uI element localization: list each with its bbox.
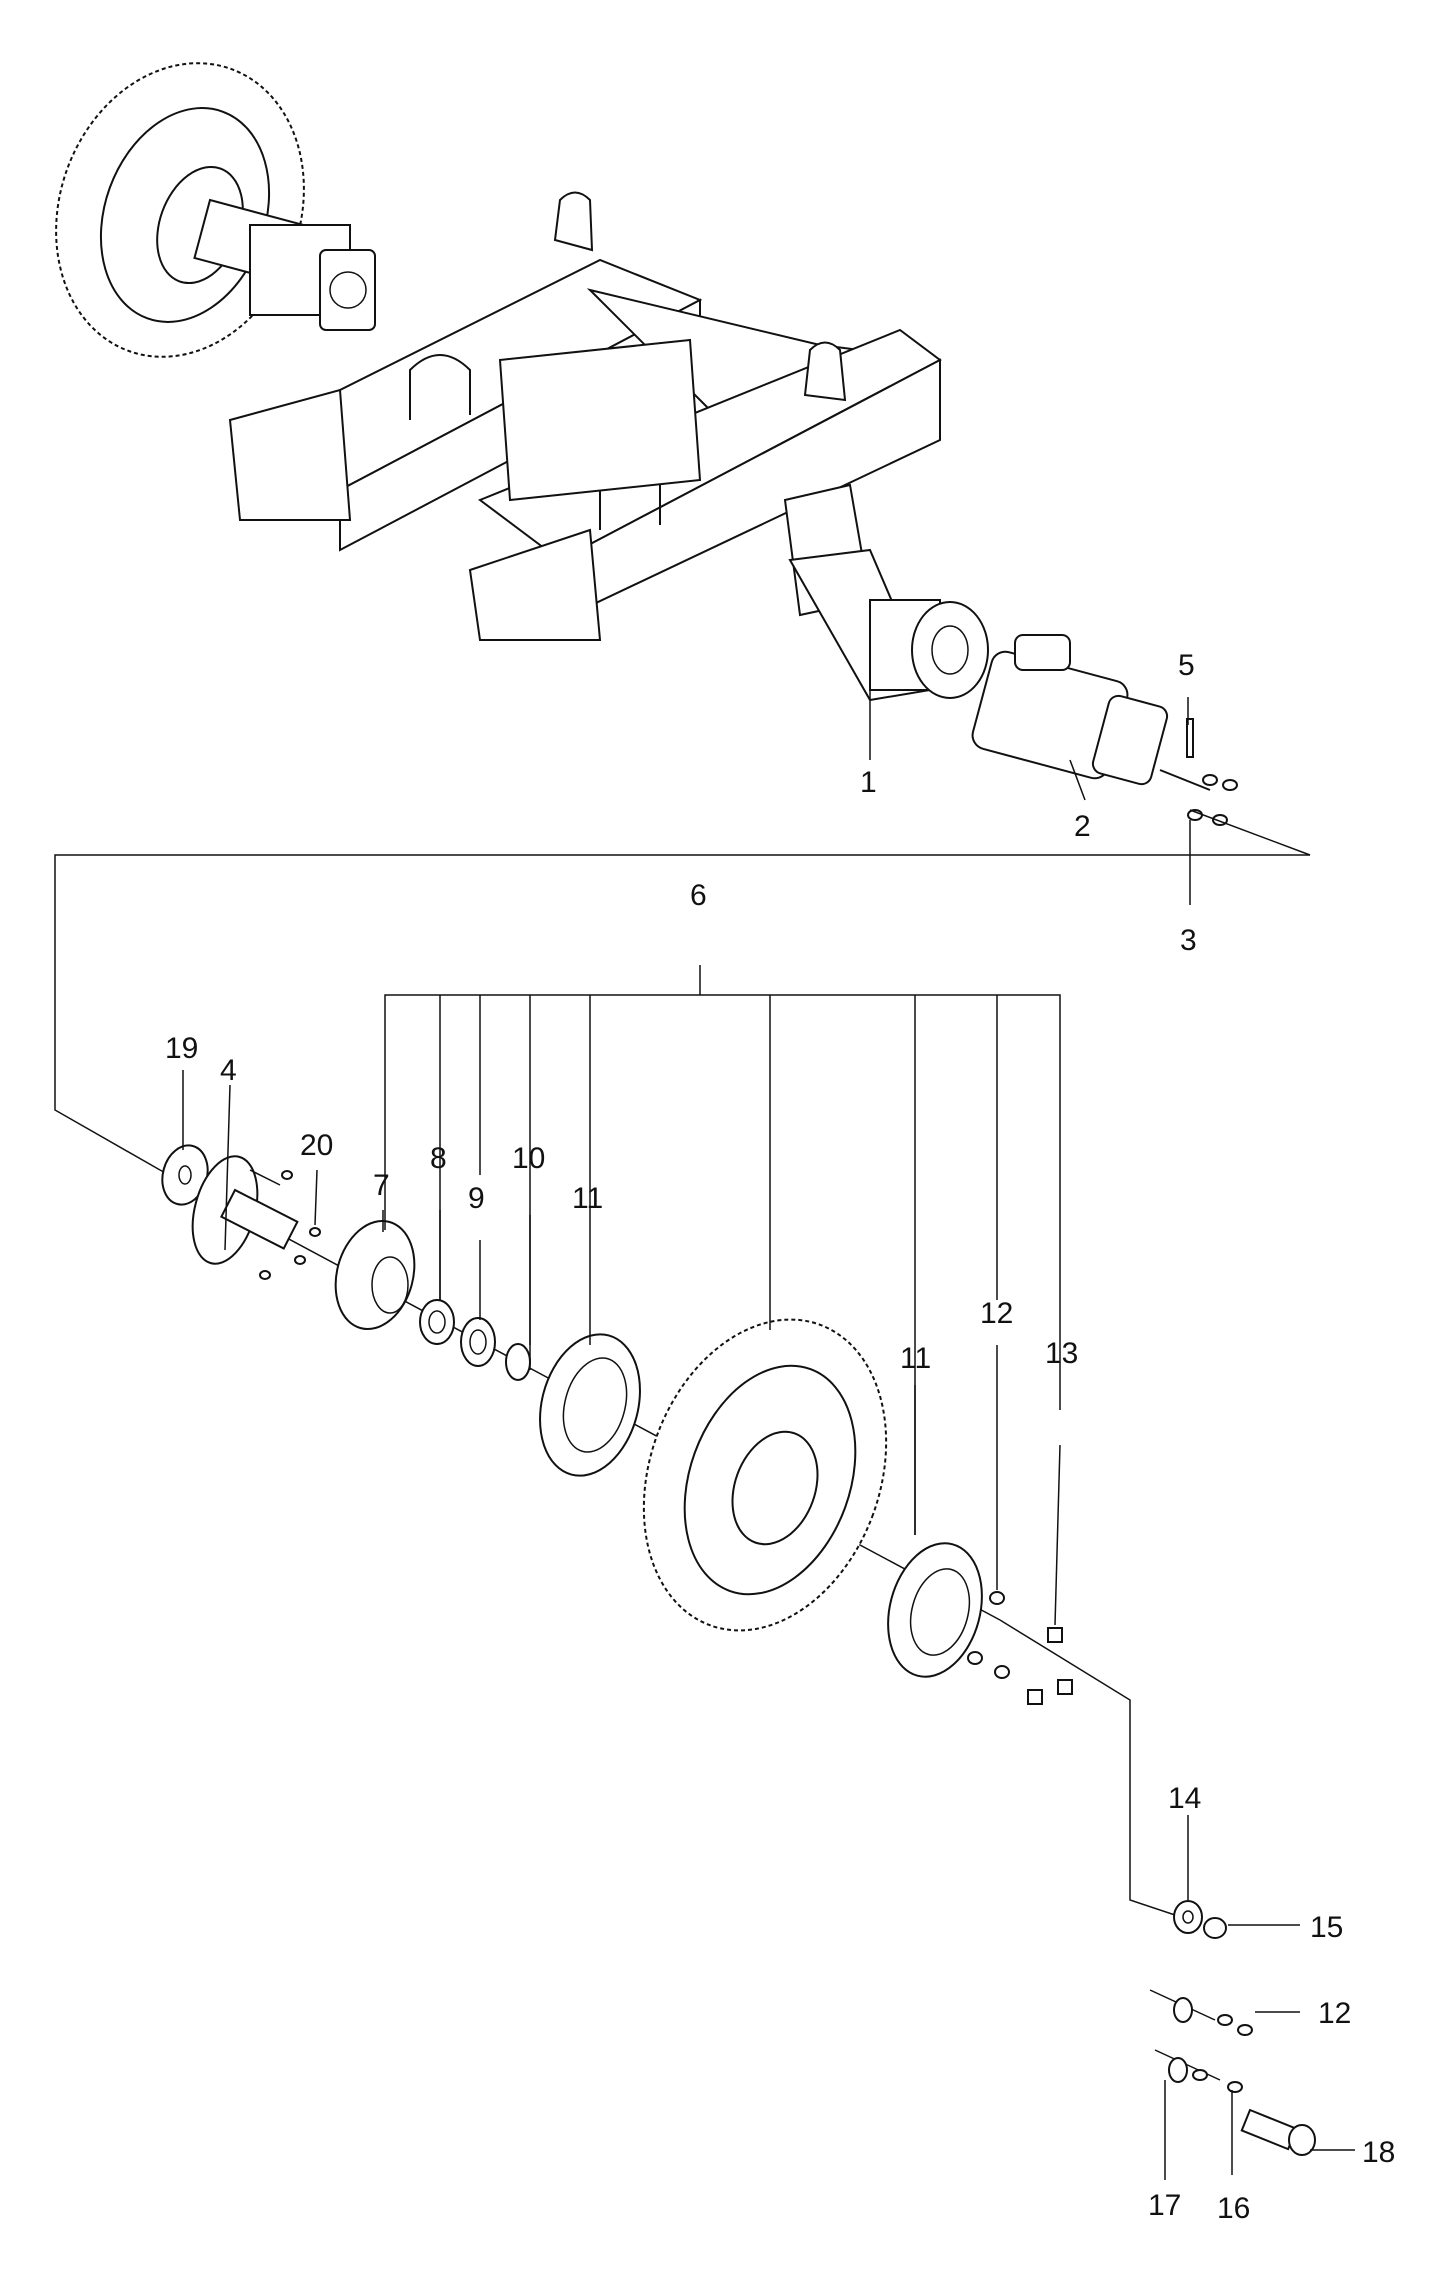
callout-4: 4 <box>220 1054 237 1087</box>
explosion-line <box>1189 809 1311 856</box>
callout-17: 17 <box>1148 2189 1181 2222</box>
nuts-washers-icon <box>967 1591 1073 1705</box>
rim-half-icon <box>539 1333 641 1477</box>
small-bolts-icon <box>259 1170 321 1280</box>
callout-11: 11 <box>900 1342 931 1375</box>
fittings-icon <box>1192 2014 1253 2093</box>
bearing-icon <box>460 1317 496 1367</box>
callout-1: 1 <box>860 766 877 799</box>
callout-9: 9 <box>468 1182 485 1215</box>
callout-14: 14 <box>1168 1782 1201 1815</box>
shaft-key-icon <box>1186 718 1194 758</box>
callout-12: 12 <box>1318 1997 1351 2030</box>
callout-12: 12 <box>980 1297 1013 1330</box>
axle-frame-icon <box>228 191 989 702</box>
pin-icon <box>1240 2108 1316 2156</box>
callout-10: 10 <box>512 1142 545 1175</box>
o-ring-icon <box>1203 1917 1227 1939</box>
rim-half-icon <box>887 1542 983 1678</box>
lock-washer-icon <box>1173 1900 1203 1934</box>
hub-flange-icon <box>191 1155 299 1265</box>
bearing-icon <box>419 1299 455 1345</box>
callout-11: 11 <box>572 1182 603 1215</box>
callout-16: 16 <box>1217 2192 1250 2225</box>
callout-20: 20 <box>300 1129 333 1162</box>
valve-block-icon <box>1149 1989 1221 2083</box>
callout-7: 7 <box>373 1169 390 1202</box>
callout-2: 2 <box>1074 810 1091 843</box>
bearing-housing-icon <box>334 1219 416 1331</box>
washer-icon <box>161 1144 209 1206</box>
tire-icon <box>642 1318 888 1632</box>
callout-18: 18 <box>1362 2136 1395 2169</box>
hydraulic-motor-icon <box>971 634 1211 791</box>
callout-6: 6 <box>690 879 707 912</box>
explosion-line <box>999 1619 1191 1921</box>
callout-13: 13 <box>1045 1337 1078 1370</box>
motor-bolts-icon <box>1187 774 1238 826</box>
callout-19: 19 <box>165 1032 198 1065</box>
callout-8: 8 <box>430 1142 447 1175</box>
callout-15: 15 <box>1310 1911 1343 1944</box>
callout-3: 3 <box>1180 924 1197 957</box>
callout-5: 5 <box>1178 649 1195 682</box>
explosion-line <box>54 854 1310 1171</box>
wheel-icon <box>55 62 376 358</box>
leader-lines <box>182 690 1355 2180</box>
snap-ring-icon <box>505 1343 531 1381</box>
